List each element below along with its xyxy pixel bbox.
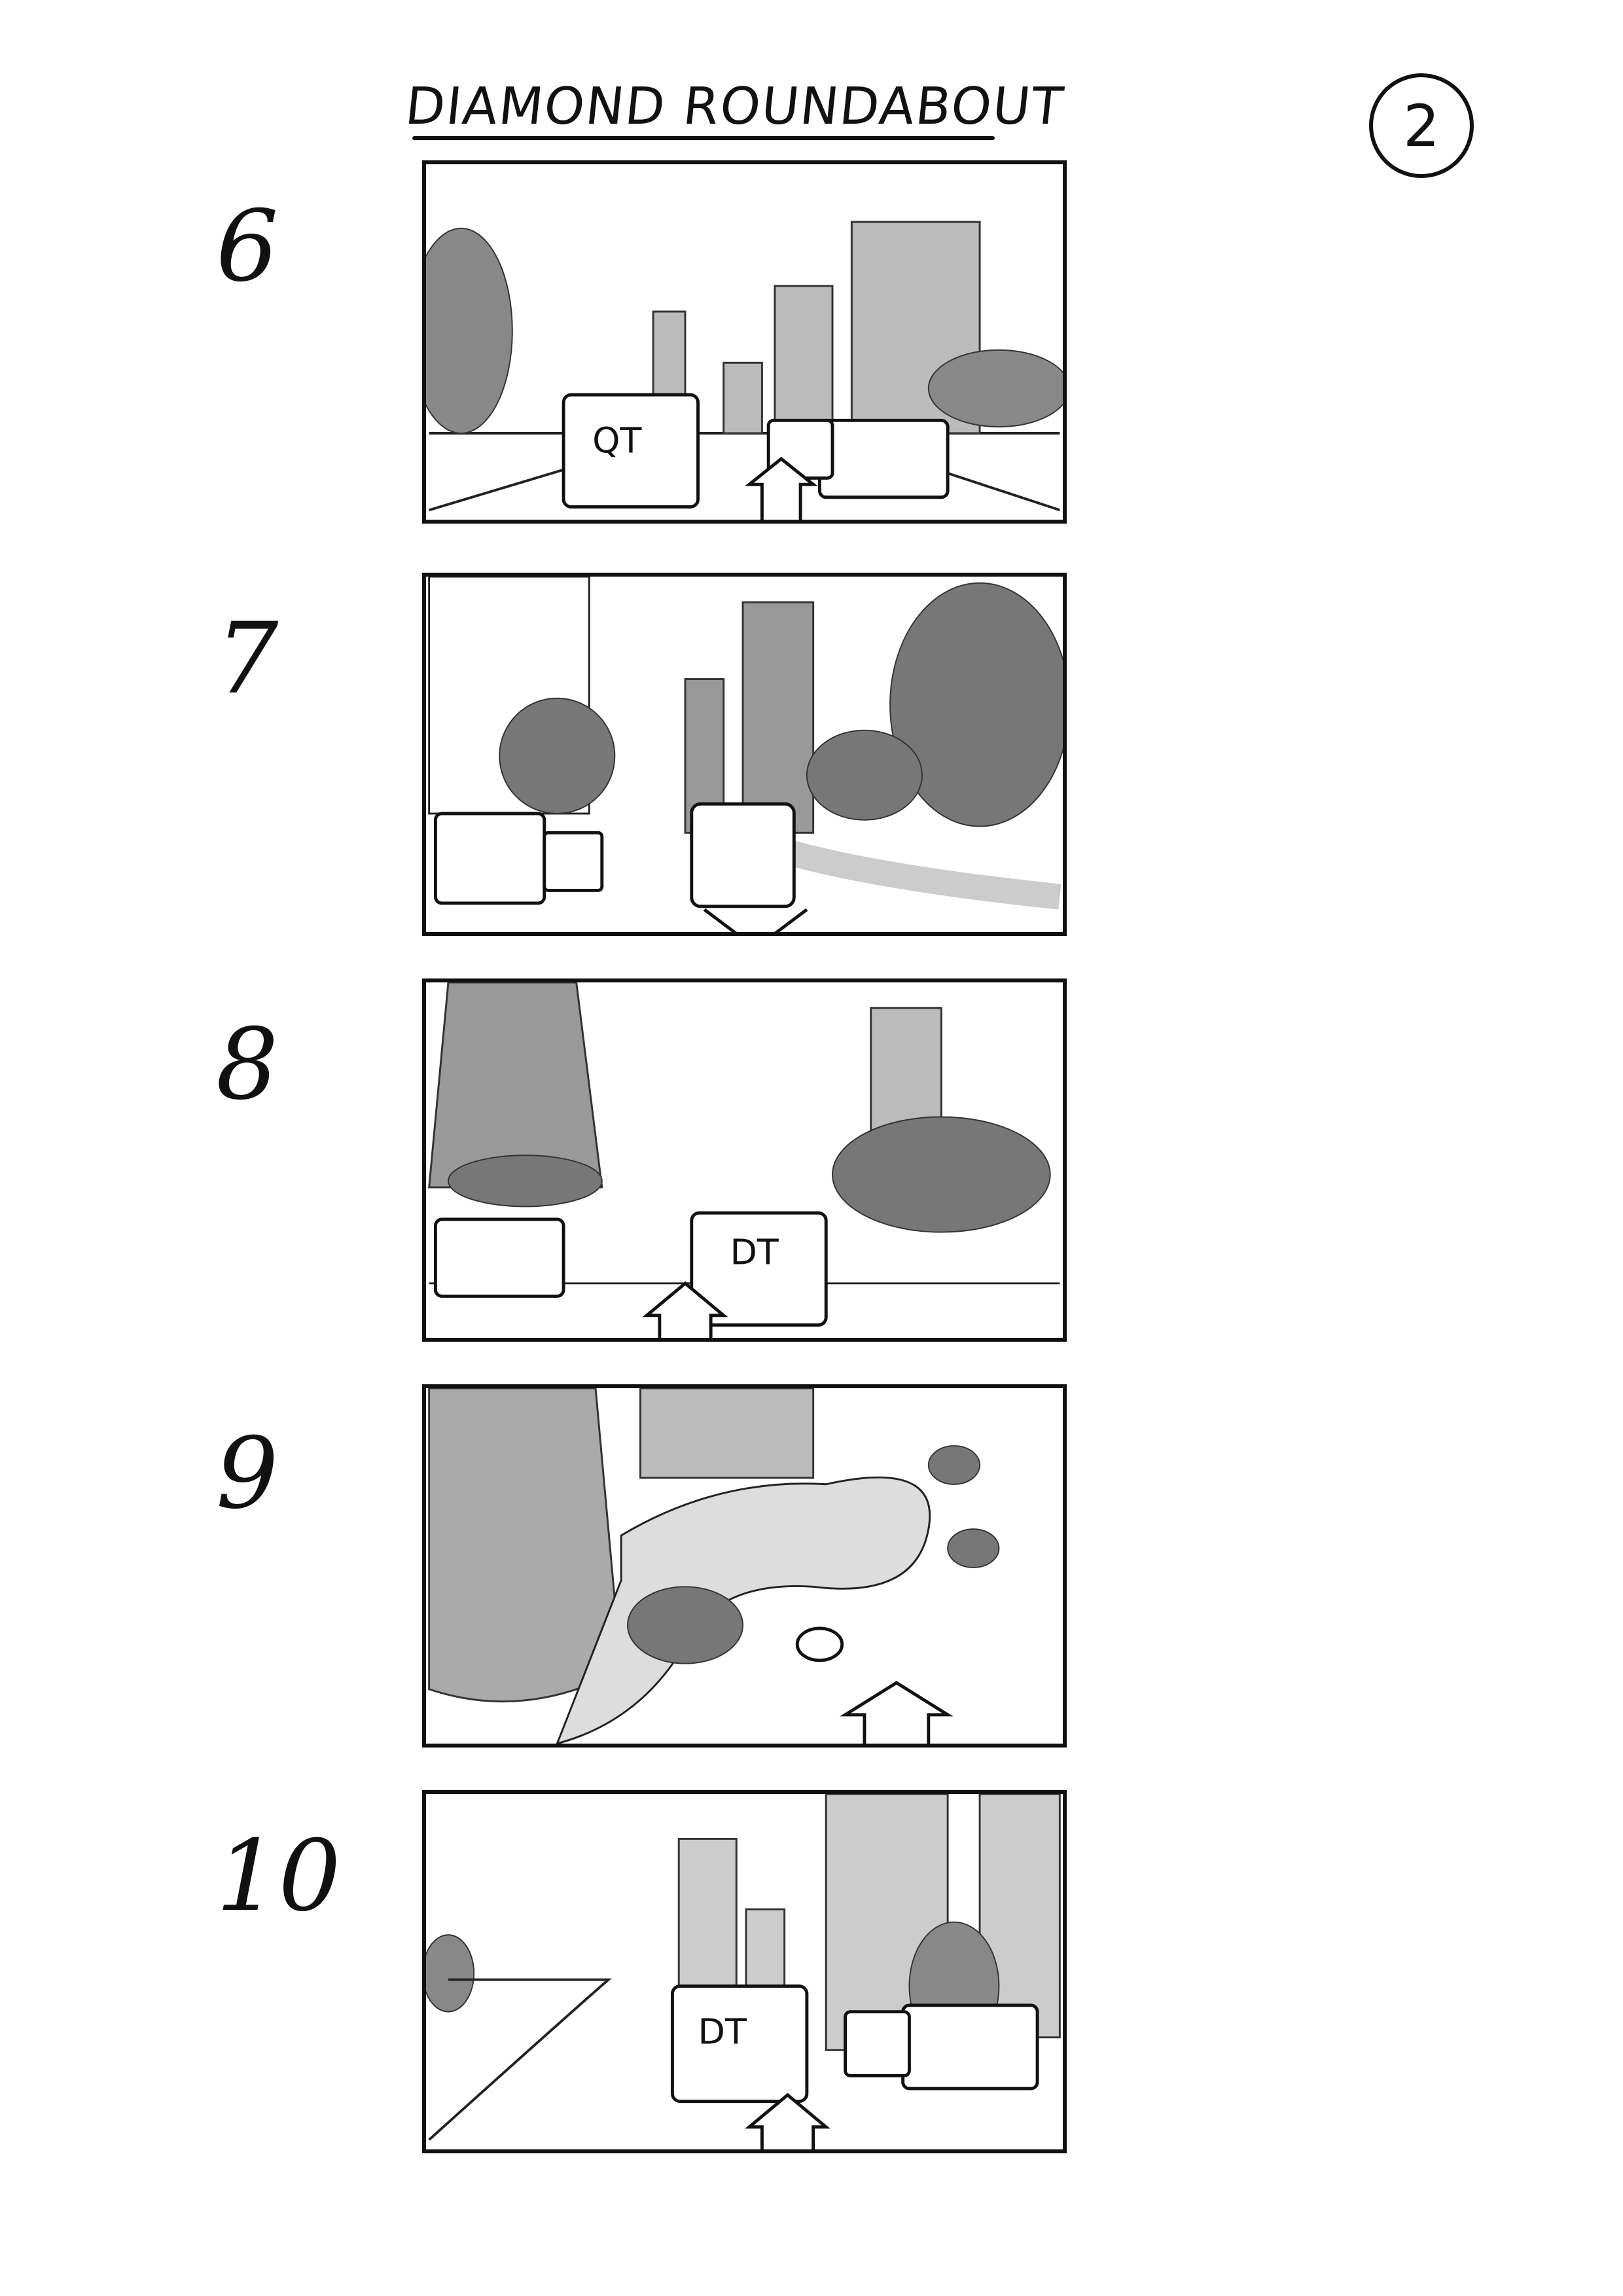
panel-sketch: DT xyxy=(426,1794,1061,2149)
panel-sketch xyxy=(428,577,1063,932)
storyboard-panel: QT xyxy=(422,160,1067,524)
van-logo: QT xyxy=(592,420,642,461)
van-logo: DT xyxy=(730,1231,779,1272)
panel-sketch: QT xyxy=(426,221,1063,520)
page-title: DIAMOND ROUNDABOUT xyxy=(402,77,1067,136)
page-number: 2 xyxy=(1403,92,1440,160)
van-logo: DT xyxy=(698,2011,747,2053)
panel-number: 6 xyxy=(216,190,279,304)
panel-number: 10 xyxy=(216,1820,341,1933)
storyboard-panel: DT xyxy=(422,1790,1067,2153)
panel-sketch: DT xyxy=(428,982,1060,1338)
panel-sketch xyxy=(428,1388,1000,1744)
storyboard-panel xyxy=(422,573,1067,936)
panel-number: 7 xyxy=(216,602,279,716)
title-underline xyxy=(412,136,995,140)
panel-number: 8 xyxy=(216,1008,279,1122)
storyboard-panel xyxy=(422,1384,1067,1748)
panel-number: 9 xyxy=(216,1417,279,1531)
page-number-badge: 2 xyxy=(1369,73,1474,178)
storyboard-panel: DT xyxy=(422,978,1067,1342)
